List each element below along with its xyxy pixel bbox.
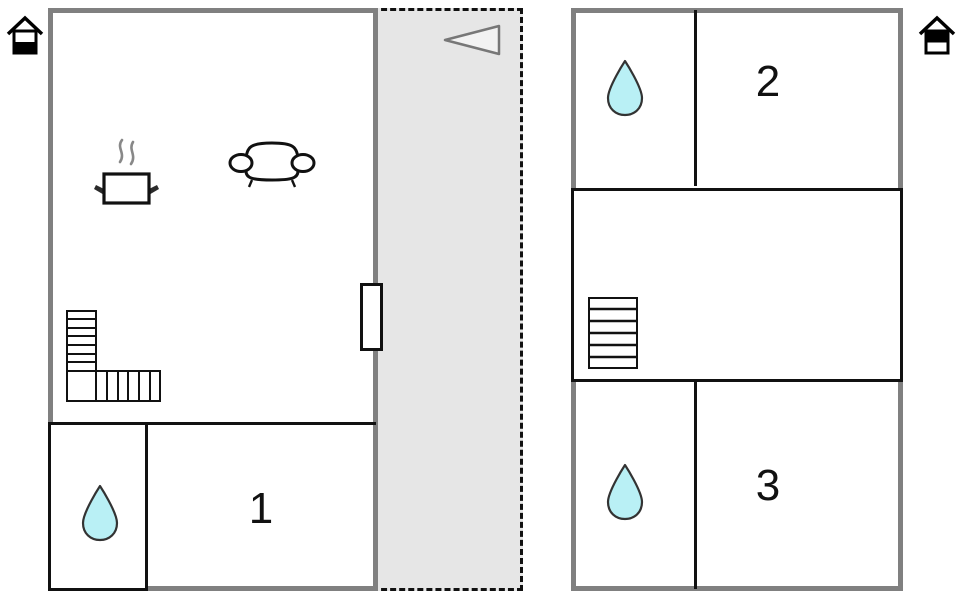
water-drop-icon bbox=[79, 483, 121, 543]
door-opening bbox=[360, 283, 383, 351]
ground-floor-plan: 1 bbox=[6, 8, 523, 591]
staircase-icon bbox=[66, 310, 162, 403]
wall-divider-vertical-top bbox=[694, 10, 697, 186]
wall-divider-vertical-bottom bbox=[694, 382, 697, 589]
room-label-3: 3 bbox=[755, 461, 781, 510]
staircase-icon bbox=[588, 297, 638, 369]
room-label-2: 2 bbox=[755, 57, 781, 106]
first-floor-plan: 2 3 bbox=[530, 0, 960, 598]
terrace-area bbox=[372, 8, 523, 591]
water-drop-icon bbox=[604, 462, 646, 522]
house-icon bbox=[6, 14, 44, 56]
room-label-1: 1 bbox=[248, 484, 274, 533]
sofa-icon bbox=[228, 137, 316, 188]
wall-divider-horizontal bbox=[50, 422, 376, 425]
left-triangle-icon bbox=[441, 22, 503, 58]
house-icon bbox=[918, 14, 956, 56]
water-drop-icon bbox=[604, 58, 646, 118]
cooking-pot-icon bbox=[90, 134, 162, 208]
